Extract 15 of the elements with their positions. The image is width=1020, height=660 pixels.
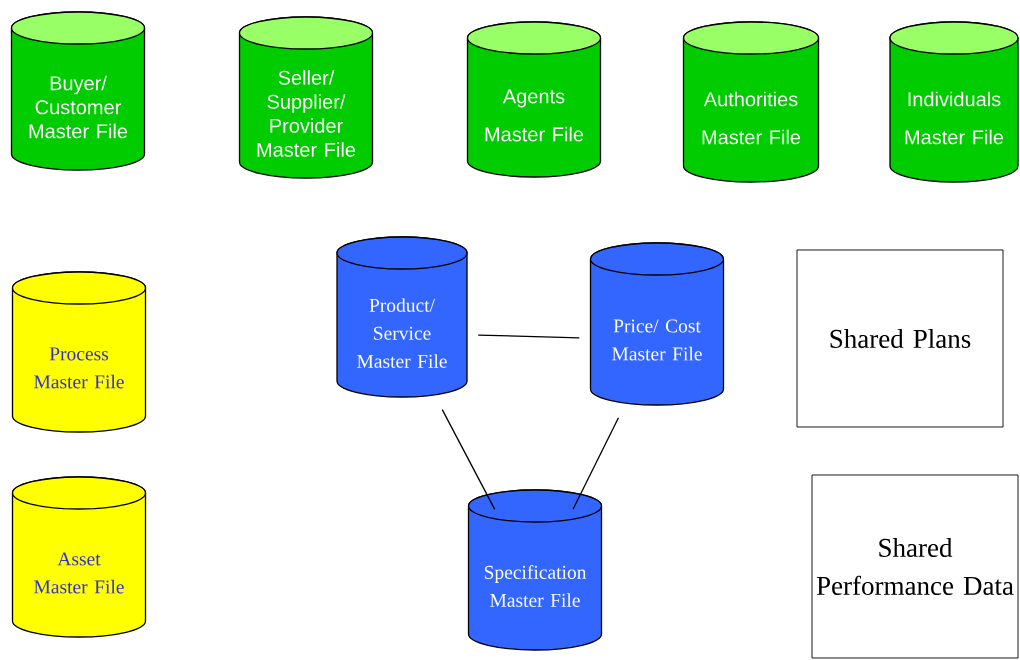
connector-line [477,334,580,339]
database-cylinder: Specification Master File [467,489,603,651]
database-cylinder: Seller/ Supplier/ Provider Master File [238,16,374,179]
database-cylinder: Agents Master File [466,21,602,178]
database-cylinder: Price/ Cost Master File [589,242,725,406]
connector-line [572,417,620,510]
database-cylinder: Product/ Service Master File [336,236,468,398]
database-cylinder: Authorities Master File [682,21,820,183]
text-box: Shared Plans [796,249,1004,428]
database-cylinder: Process Master File [11,271,147,433]
database-cylinder: Buyer/ Customer Master File [10,11,146,171]
connector-line [441,408,496,511]
database-cylinder: Asset Master File [11,476,147,638]
text-box: Shared Performance Data [811,474,1019,659]
database-cylinder: Individuals Master File [889,21,1019,183]
